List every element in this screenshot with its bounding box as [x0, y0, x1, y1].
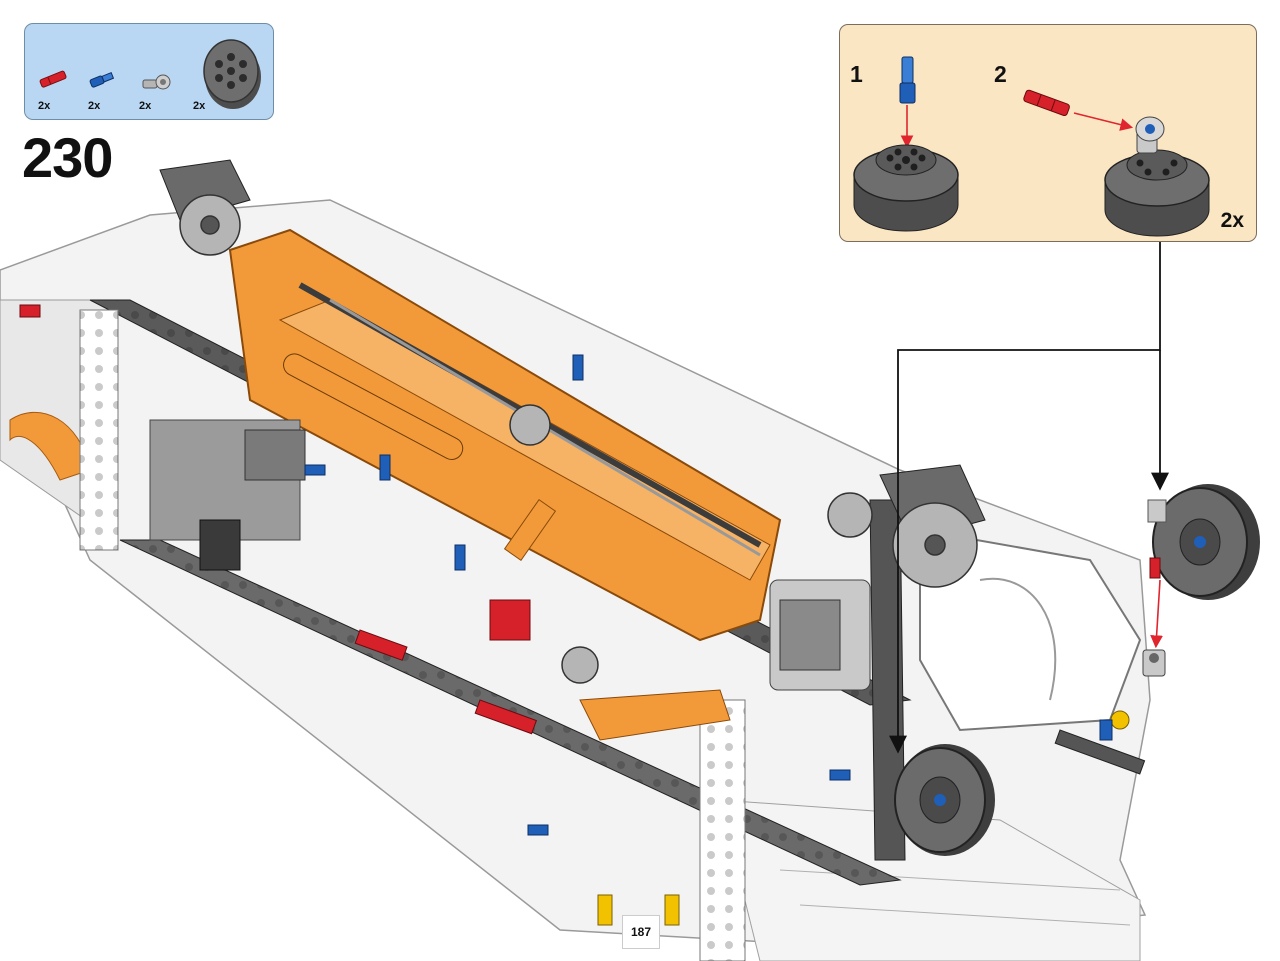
gray-pin-connector-exploded [1142, 649, 1166, 677]
gray-pin-connector-icon [142, 74, 171, 90]
blue-pins [304, 354, 1113, 836]
gear-icons [179, 194, 978, 684]
subassembly-callout: 1 2 [839, 24, 1257, 242]
page-number-box [622, 915, 660, 949]
wheel-hub-exploded [1147, 484, 1260, 600]
wheel-hub-installed [894, 744, 995, 856]
substep-number: 1 [850, 61, 863, 87]
assembly-arrows [889, 242, 1169, 754]
gray-pin-connector-icon [1135, 116, 1165, 154]
blue-axle-pin-icon [899, 56, 916, 104]
part-quantity: 2x [88, 100, 101, 112]
step-number: 230 [22, 126, 113, 189]
parts-list-panel: 2x 2x 2x 2x [24, 23, 274, 120]
yellow-bushings [597, 894, 680, 926]
callout-illustration [853, 56, 1210, 237]
red-axle-pin-icon [1023, 89, 1070, 117]
red-axle-pin-icon [39, 70, 67, 88]
part-quantity: 2x [38, 100, 51, 112]
wheel-hub-icon [853, 144, 959, 232]
red-axles [19, 304, 538, 735]
part-quantity: 2x [193, 100, 206, 112]
parts-icons [39, 39, 261, 109]
page-number: 187 [630, 925, 652, 939]
wheel-hub-icon [1104, 149, 1210, 237]
wheel-hub-icon [203, 39, 261, 109]
part-quantity: 2x [139, 100, 152, 112]
blue-axle-pin-icon [89, 71, 115, 88]
callout-multiplier: 2x [1220, 209, 1244, 232]
substep-number: 2 [994, 61, 1007, 87]
